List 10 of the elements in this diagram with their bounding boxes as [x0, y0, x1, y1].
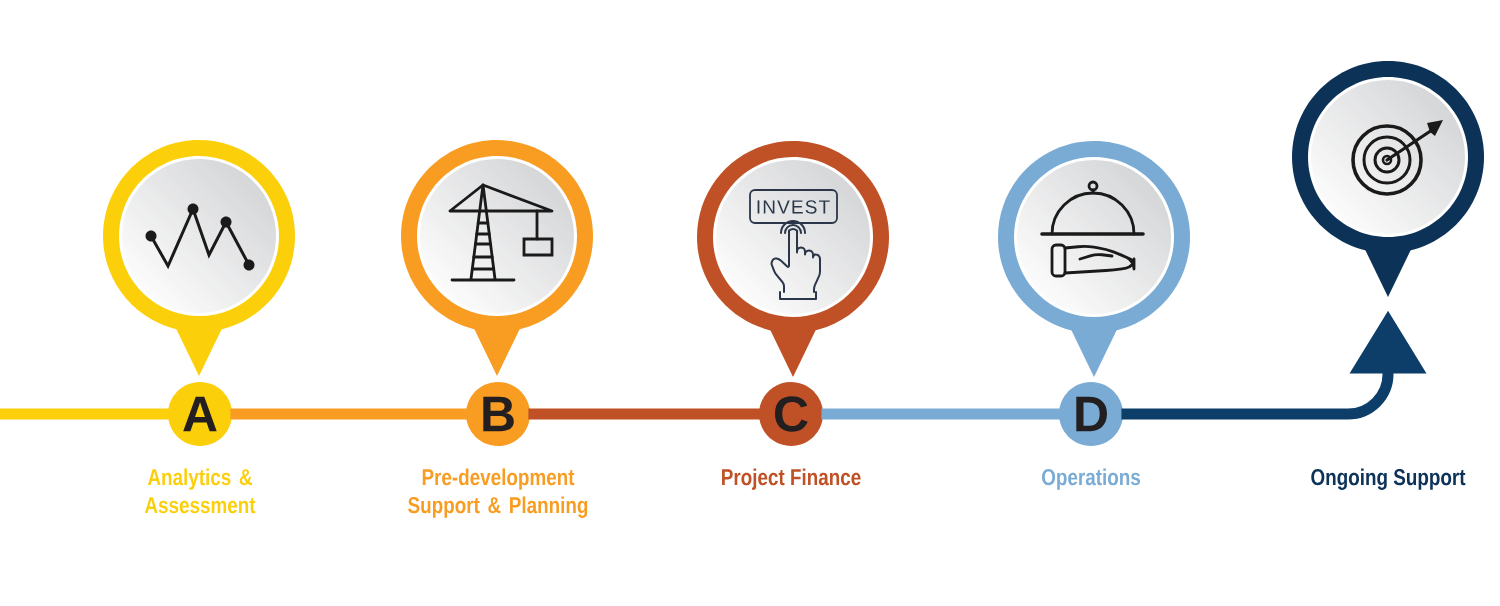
timeline-bar	[230, 408, 468, 420]
stage-label: Analytics & Assessment	[144, 468, 256, 514]
timeline-bar	[0, 408, 170, 420]
map-pin: INVEST	[697, 141, 889, 377]
stage-label: Operations	[1042, 468, 1141, 490]
stage-label: Project Finance	[722, 468, 861, 490]
timeline-bar	[821, 408, 1061, 420]
timeline-bar	[528, 408, 761, 420]
stage-label: Ongoing Support	[1311, 468, 1466, 490]
stage-label: Pre-development Support & Planning	[408, 468, 588, 518]
